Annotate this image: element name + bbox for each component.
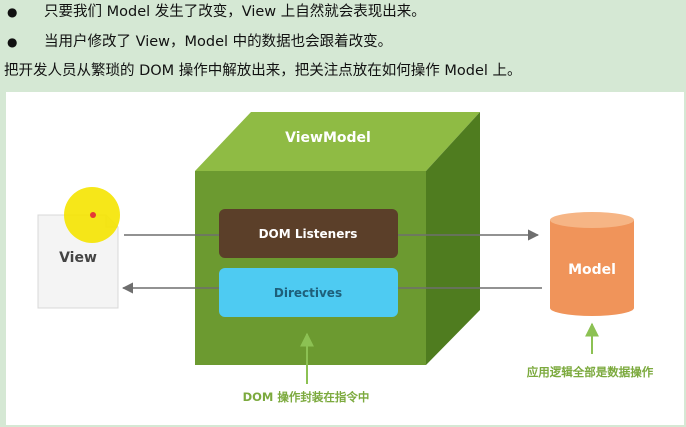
bullet-dot: ● [7, 35, 18, 49]
dom-listeners-box: DOM Listeners [219, 209, 398, 258]
model-top [550, 212, 634, 228]
dom-listeners-bg [219, 209, 398, 258]
cube-label: ViewModel [285, 130, 371, 146]
summary-text: 把开发人员从繁琐的 DOM 操作中解放出来，把关注点放在如何操作 Model 上… [4, 63, 522, 79]
model-cylinder: Model [550, 212, 634, 316]
summary-line: 把开发人员从繁琐的 DOM 操作中解放出来，把关注点放在如何操作 Model 上… [4, 60, 522, 82]
model-label: Model [568, 262, 616, 278]
dom-caption: DOM 操作封装在指令中 [243, 390, 370, 404]
cursor-dot-icon [90, 212, 96, 218]
model-body [550, 220, 634, 308]
bullet-dot: ● [7, 5, 18, 19]
mvvm-diagram: ViewModel View Model DOM Listeners [6, 92, 684, 425]
bullet-text-2: 当用户修改了 View，Model 中的数据也会跟着改变。 [44, 34, 393, 50]
view-label: View [59, 250, 97, 266]
directives-label: Directives [274, 286, 342, 300]
bullet-text-1: 只要我们 Model 发生了改变，View 上自然就会表现出来。 [44, 4, 426, 20]
directives-box: Directives [219, 268, 398, 317]
directives-bg [219, 268, 398, 317]
model-bottom [550, 300, 634, 316]
cube-side [426, 112, 480, 365]
dom-listeners-label: DOM Listeners [259, 227, 358, 241]
model-caption: 应用逻辑全部是数据操作 [527, 365, 654, 379]
cube-top [195, 112, 480, 171]
